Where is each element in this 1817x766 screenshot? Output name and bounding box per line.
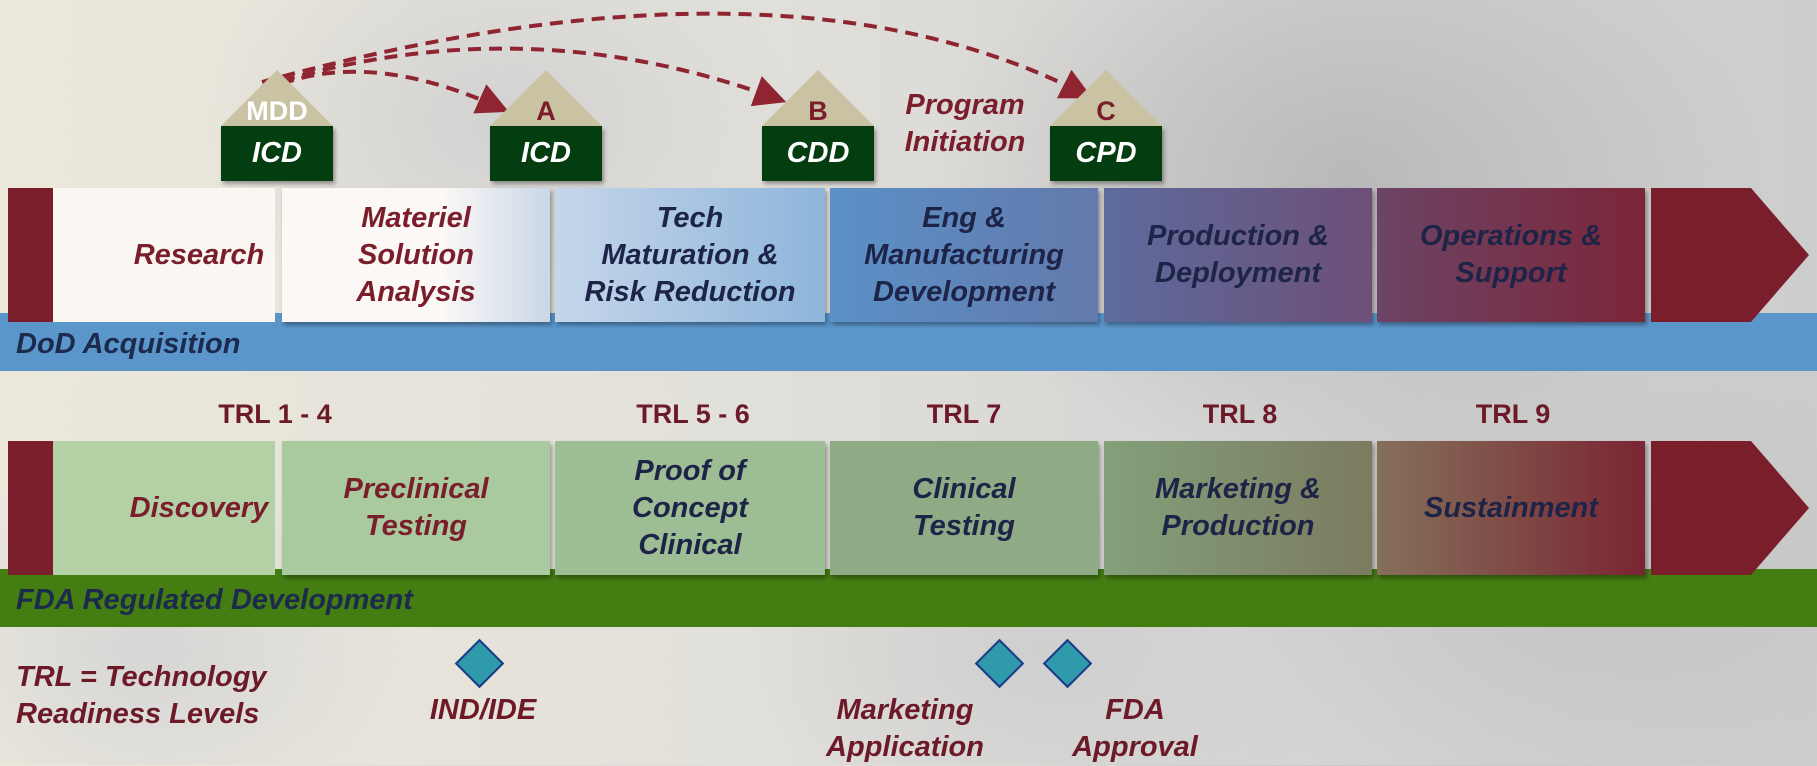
dod-phase-production-deployment: Production & Deployment (1104, 188, 1372, 322)
trl-label: TRL 9 (1475, 399, 1551, 429)
phase-label: Operations & Support (1419, 220, 1603, 289)
milestone-triangle (490, 70, 602, 126)
dod-phase-operations-support: Operations & Support (1377, 188, 1645, 322)
phase-label: Clinical Testing (912, 473, 1016, 542)
milestone-letter: C (1096, 96, 1116, 126)
phase-label: Research (133, 238, 265, 271)
phase-label: Eng & Manufacturing Development (864, 201, 1064, 308)
dod-phase-eng-manufacturing: Eng & Manufacturing Development (830, 188, 1098, 322)
milestone-triangle (762, 70, 874, 126)
milestone-doc: CDD (762, 126, 874, 181)
fda-band: FDA Regulated Development (0, 569, 1817, 627)
fda-end-arrow (1651, 441, 1809, 575)
fda-phase-preclinical-testing: Preclinical Testing (282, 441, 550, 575)
milestone-letter: B (808, 96, 828, 126)
phase-label: Proof of Concept Clinical (632, 454, 748, 561)
trl-label: TRL 7 (926, 399, 1002, 429)
phase-label: Discovery (129, 491, 269, 524)
phase-label: Tech Maturation & Risk Reduction (584, 201, 796, 308)
milestone-triangle (1050, 70, 1162, 126)
fda-approval-label: FDA Approval (1072, 694, 1198, 763)
phase-label: Preclinical Testing (343, 473, 489, 542)
trl-definition-note: TRL = Technology Readiness Levels (16, 661, 267, 730)
fda-band-label: FDA Regulated Development (16, 584, 413, 616)
arrow-mdd-to-b (261, 46, 787, 107)
trl-label: TRL 5 - 6 (636, 399, 750, 429)
phase-label: Sustainment (1423, 491, 1599, 524)
milestone-triangle (221, 70, 333, 126)
milestone-letter: A (536, 96, 556, 126)
milestone-doc: ICD (221, 126, 333, 181)
phase-label: Marketing & Production (1155, 473, 1321, 542)
dod-phase-tech-maturation: Tech Maturation & Risk Reduction (555, 188, 825, 322)
milestone-doc: ICD (490, 126, 602, 181)
arrow-mdd-to-c (261, 11, 1093, 99)
program-initiation-label: Program Initiation (904, 89, 1026, 158)
trl-label: TRL 8 (1202, 399, 1278, 429)
phase-label: Production & Deployment (1146, 220, 1330, 289)
trl-label: TRL 1 - 4 (218, 399, 332, 429)
milestone-letter: MDD (246, 96, 308, 126)
ind-ide-label: IND/IDE (429, 694, 537, 726)
dod-end-arrow (1651, 188, 1809, 322)
fda-phase-proof-of-concept: Proof of Concept Clinical (555, 441, 825, 575)
milestone-doc: CPD (1050, 126, 1162, 181)
marketing-application-label: Marketing Application (826, 694, 984, 763)
fda-phase-marketing-production: Marketing & Production (1104, 441, 1372, 575)
fda-phase-sustainment: Sustainment (1377, 441, 1645, 575)
dod-phase-materiel-solution-analysis: Materiel Solution Analysis (282, 188, 550, 322)
dod-band-label: DoD Acquisition (16, 328, 241, 360)
dod-band: DoD Acquisition (0, 313, 1817, 371)
fda-phase-clinical-testing: Clinical Testing (830, 441, 1098, 575)
fda-phase-discovery: Discovery (53, 441, 275, 575)
dod-phase-research: Research (53, 188, 275, 322)
phase-label: Materiel Solution Analysis (356, 201, 476, 308)
